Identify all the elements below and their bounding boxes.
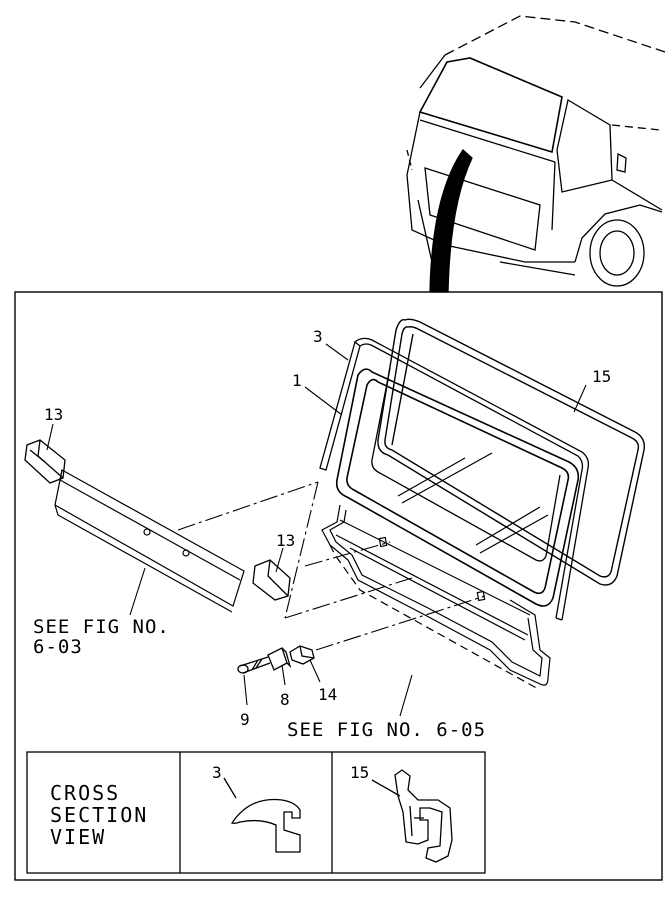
cross-section-table bbox=[26, 751, 486, 874]
lower-panel-6-05 bbox=[321, 504, 551, 691]
fastener-9-screw bbox=[237, 656, 271, 674]
callout-leaders bbox=[46, 343, 587, 717]
cross-section-title-3: VIEW bbox=[50, 825, 106, 849]
callout-13-center: 13 bbox=[276, 531, 295, 550]
truck-cab-illustration bbox=[406, 15, 666, 293]
cross-section-callout-3: 3 bbox=[212, 763, 222, 782]
cross-section-title-2: SECTION bbox=[50, 803, 148, 827]
callout-1: 1 bbox=[292, 371, 302, 390]
fastener-14-clip bbox=[289, 645, 315, 665]
reference-6-03-line1: SEE FIG NO. bbox=[33, 616, 170, 638]
callout-14: 14 bbox=[318, 685, 337, 704]
left-trim-panel-6-03 bbox=[54, 469, 245, 613]
callout-9: 9 bbox=[240, 710, 250, 729]
fastener-8-nut bbox=[267, 647, 292, 671]
cross-section-part-15-profile bbox=[371, 769, 453, 863]
reference-6-05: SEE FIG NO. 6-05 bbox=[287, 719, 486, 741]
part-15-weatherstrip bbox=[377, 318, 645, 586]
reference-6-03-line2: 6-03 bbox=[33, 636, 83, 658]
part-3-molding bbox=[319, 337, 590, 621]
part-1-windshield bbox=[335, 367, 580, 607]
part-13-clip-center bbox=[252, 559, 291, 601]
cross-section-callout-15: 15 bbox=[350, 763, 369, 782]
callout-3: 3 bbox=[313, 327, 323, 346]
cross-section-title-1: CROSS bbox=[50, 781, 120, 805]
callout-8: 8 bbox=[280, 690, 290, 709]
assembly-leader-lines bbox=[177, 481, 486, 651]
cross-section-part-3-profile bbox=[223, 777, 301, 853]
callout-13-left: 13 bbox=[44, 405, 63, 424]
callout-15: 15 bbox=[592, 367, 611, 386]
part-13-clip-left bbox=[24, 439, 66, 484]
diagram-frame bbox=[14, 291, 663, 881]
